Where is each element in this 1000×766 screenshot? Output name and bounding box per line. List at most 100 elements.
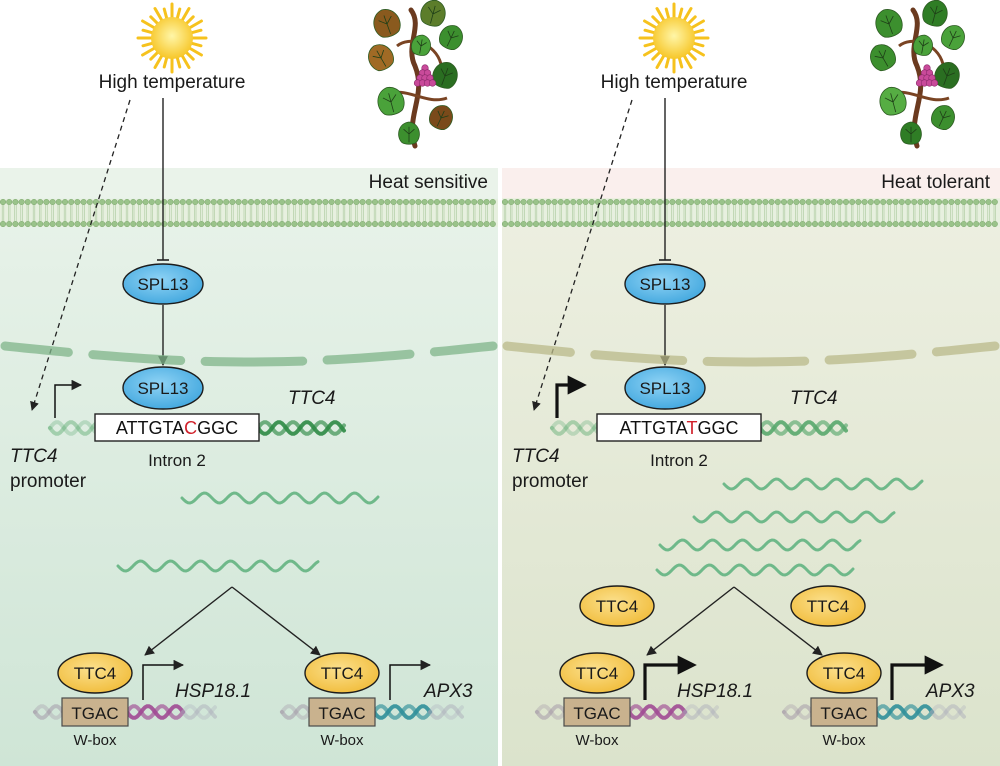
dashed-activation-arrow	[532, 99, 633, 411]
dna-target-gene	[874, 704, 934, 720]
branch-arrow-right	[231, 586, 321, 656]
target-gene-label: APX3	[423, 681, 473, 702]
dna-target-gene	[627, 704, 687, 720]
mrna-transcript	[692, 510, 896, 524]
target-promoter-arrow	[142, 659, 185, 700]
intron-sequence: ATTGTACGGC	[116, 418, 238, 438]
sequence-prefix: ATTGTA	[116, 418, 184, 438]
sun-icon	[136, 2, 208, 74]
protein-label: TTC4	[807, 597, 850, 616]
branch-arrow-left	[144, 586, 233, 656]
receptor-spl13-cytoplasm: SPL13	[122, 263, 204, 305]
gene-label: TTC4	[790, 388, 838, 409]
dna-target-gene	[125, 704, 185, 720]
box-label: TGAC	[573, 704, 620, 723]
promoter-gene-label: TTC4	[10, 446, 58, 467]
ttc4-protein-free: TTC4	[790, 585, 866, 627]
receptor-label: SPL13	[137, 275, 188, 294]
dna-gene-strand	[256, 420, 346, 436]
wbox-label: W-box	[822, 732, 866, 749]
protein-label: TTC4	[576, 664, 619, 683]
sequence-snp: C	[184, 418, 197, 438]
box-label: TGAC	[71, 704, 118, 723]
plasma-membrane	[502, 198, 1000, 227]
plasma-membrane	[0, 198, 498, 227]
nuclear-receptor-label: SPL13	[639, 379, 690, 398]
stress-label: High temperature	[601, 72, 748, 93]
target-gene-label: HSP18.1	[175, 681, 251, 702]
promoter-word-label: promoter	[512, 471, 589, 492]
tgac-box	[810, 697, 878, 727]
promoter-arrow	[555, 375, 587, 418]
mrna-transcript	[658, 538, 862, 552]
dna-target-gene	[372, 704, 432, 720]
grape-vine-icon	[368, 0, 463, 149]
intron-label: Intron 2	[148, 451, 206, 470]
sequence-snp: T	[686, 418, 697, 438]
mrna-transcript	[655, 563, 855, 577]
sequence-suffix: GGC	[697, 418, 738, 438]
target-promoter-arrow	[643, 655, 697, 700]
branch-arrow-right	[733, 586, 823, 656]
dna-downstream	[683, 704, 719, 720]
dna-promoter-strand	[550, 420, 604, 436]
dna-promoter-strand	[48, 420, 102, 436]
nuclear-envelope	[0, 341, 498, 367]
dna-gene-strand	[758, 420, 848, 436]
protein-label: TTC4	[321, 664, 364, 683]
phenotype-label: Heat tolerant	[881, 172, 991, 193]
dashed-activation-arrow	[30, 99, 131, 411]
intron-sequence-box: ATTGTACGGC	[94, 413, 260, 442]
intron-label: Intron 2	[650, 451, 708, 470]
mrna-transcript	[722, 477, 924, 491]
tgac-box	[563, 697, 631, 727]
promoter-gene-label: TTC4	[512, 446, 560, 467]
protein-label: TTC4	[74, 664, 117, 683]
target-promoter-arrow	[890, 655, 944, 700]
tgac-box	[61, 697, 129, 727]
box-label: TGAC	[820, 704, 867, 723]
dna-upstream	[535, 704, 569, 720]
receptor-label: SPL13	[639, 275, 690, 294]
protein-label: TTC4	[596, 597, 639, 616]
sequence-suffix: GGC	[197, 418, 238, 438]
dna-downstream	[181, 704, 217, 720]
mrna-transcript	[116, 559, 320, 573]
mrna-transcript	[180, 491, 380, 505]
dna-upstream	[782, 704, 816, 720]
sun-icon	[638, 2, 710, 74]
ttc4-protein-bound: TTC4	[806, 652, 882, 694]
branch-arrow-left	[646, 586, 735, 656]
ttc4-protein-free: TTC4	[579, 585, 655, 627]
ttc4-protein-bound: TTC4	[559, 652, 635, 694]
stress-label: High temperature	[99, 72, 246, 93]
dna-upstream	[280, 704, 314, 720]
receptor-spl13-nucleus: SPL13	[624, 366, 706, 410]
intron-sequence: ATTGTATGGC	[619, 418, 738, 438]
tgac-box	[308, 697, 376, 727]
phenotype-label: Heat sensitive	[369, 172, 488, 193]
grape-vine-icon	[870, 0, 965, 149]
ttc4-protein-bound: TTC4	[57, 652, 133, 694]
ttc4-protein-bound: TTC4	[304, 652, 380, 694]
wbox-label: W-box	[320, 732, 364, 749]
dna-upstream	[33, 704, 67, 720]
receptor-spl13-nucleus: SPL13	[122, 366, 204, 410]
promoter-word-label: promoter	[10, 471, 87, 492]
sequence-prefix: ATTGTA	[619, 418, 687, 438]
gene-label: TTC4	[288, 388, 336, 409]
target-promoter-arrow	[389, 659, 432, 700]
intron-sequence-box: ATTGTATGGC	[596, 413, 762, 442]
dna-downstream	[428, 704, 464, 720]
wbox-label: W-box	[73, 732, 117, 749]
target-gene-label: HSP18.1	[677, 681, 753, 702]
protein-label: TTC4	[823, 664, 866, 683]
